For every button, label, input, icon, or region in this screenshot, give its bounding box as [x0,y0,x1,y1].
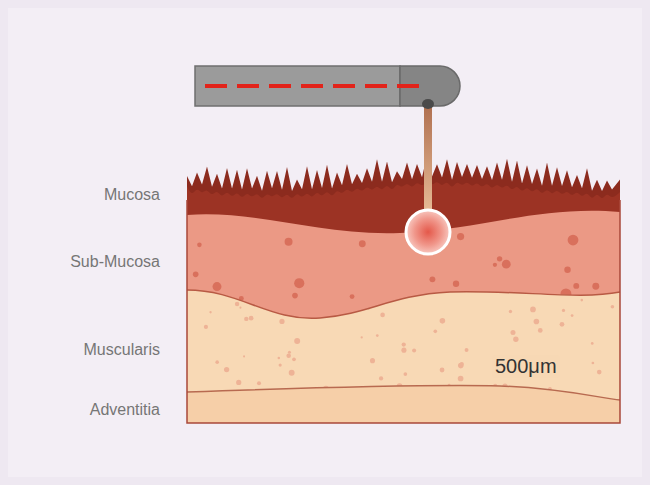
cell-dot [243,355,245,357]
cell-dot [286,354,291,359]
cell-dot [288,351,291,354]
cell-dot [509,310,512,313]
cell-dot [458,376,464,382]
cell-dot [213,282,222,291]
cell-dot [197,243,202,248]
cell-dot [359,240,366,247]
cell-dot [611,305,615,309]
cell-dot [278,357,281,360]
cell-dot [591,342,594,345]
cell-dot [597,370,602,375]
cell-dot [412,349,416,353]
cell-dot [209,311,211,313]
cell-dot [204,325,208,329]
cell-dot [573,283,579,289]
cell-dot [571,314,574,317]
cell-dot [249,316,254,321]
cell-dot [560,322,565,327]
cell-dot [257,381,261,385]
cell-dot [193,272,199,278]
cell-dot [359,300,364,305]
muscularis-layer [187,290,620,423]
cell-dot [538,328,543,333]
cell-dot [395,220,405,230]
probe-window [422,99,434,109]
submucosa-layer [187,211,620,423]
cell-dot [379,376,383,380]
cell-dot [380,313,385,318]
mucosa-layer [187,156,620,423]
fiber-line [205,84,428,88]
cell-dot [534,319,540,325]
cell-dot [458,363,464,369]
cell-dot [244,317,248,321]
cell-dot [502,260,511,269]
cell-dot [592,362,595,365]
cell-dot [292,358,296,362]
cell-dot [592,283,599,290]
layer-boundary [187,290,620,318]
cell-dot [510,330,515,335]
cell-dot [513,337,518,342]
adventitia-layer [187,385,620,423]
cell-dot [581,299,584,302]
cell-dot [279,319,284,324]
cell-dot [236,380,241,385]
cell-dot [326,299,328,301]
cell-dot [224,367,229,372]
cell-dot [433,330,437,334]
cell-dot [350,294,355,299]
layer-boundary [187,385,620,400]
cell-dot [562,309,565,312]
cell-dot [404,372,408,376]
cell-dot [361,336,363,338]
layer-label: Mucosa [104,186,160,204]
focal-spot [406,210,450,254]
mucosa-inner [187,182,620,423]
cell-dot [453,281,459,287]
cell-dot [493,263,497,267]
cell-dot [460,362,464,366]
cell-dot [402,342,406,346]
dimension-label: 500μm [492,355,560,378]
cell-dot [285,238,293,246]
cell-dot [289,370,295,376]
cell-dot [457,233,464,240]
block-outline [187,200,620,423]
layer-label: Sub-Mucosa [70,253,160,271]
layer-label: Adventitia [90,401,160,419]
cell-dot [376,334,379,337]
cell-dot [568,235,579,246]
cell-dot [292,293,298,299]
cell-dot [294,278,304,288]
cell-dot [215,360,219,364]
layer-label: Muscularis [84,341,160,359]
cell-dot [294,338,300,344]
cell-dot [530,307,536,313]
panel [8,8,642,477]
cell-dot [440,368,445,373]
cell-dot [370,358,375,363]
cell-dot [239,307,241,309]
cell-dot [235,302,239,306]
cell-dot [465,348,469,352]
cell-dot [344,305,347,308]
cell-dot [429,276,435,282]
cell-dot [265,305,268,308]
muscularis-dots [204,299,614,392]
cell-dot [497,256,502,261]
cell-dot [440,318,446,324]
cell-dot [401,348,406,353]
cell-dot [564,266,570,272]
cell-dot [279,363,282,366]
